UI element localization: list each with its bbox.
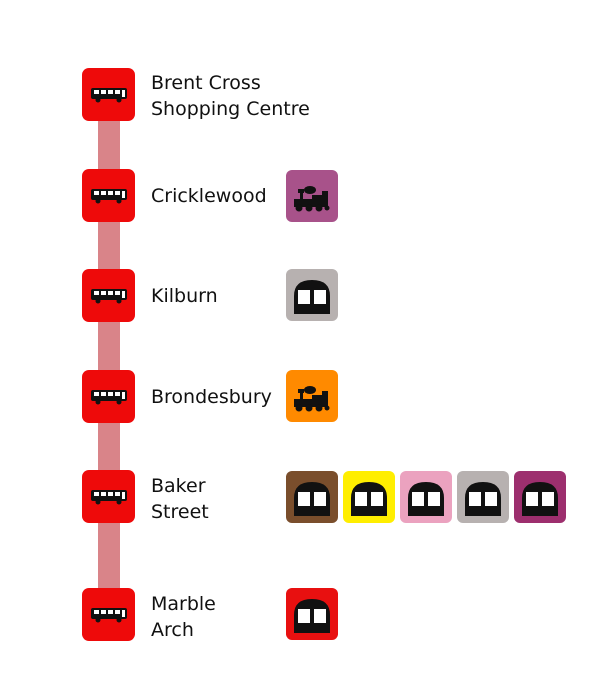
bus-stop-icon[interactable]	[82, 68, 135, 121]
tube-icon-bakerloo[interactable]	[286, 471, 338, 523]
stop-name-line1: Baker	[151, 475, 206, 497]
tube-icon-metropolitan[interactable]	[514, 471, 566, 523]
bus-stop-icon[interactable]	[82, 370, 135, 423]
stop-name-line2: Shopping Centre	[151, 98, 310, 120]
tube-icon-central[interactable]	[286, 588, 338, 640]
stop-name-line1: Brondesbury	[151, 386, 272, 408]
stop-name-line1: Marble	[151, 593, 216, 615]
stop-label: Brent Cross Shopping Centre	[151, 70, 311, 122]
tube-icon-hammersmith-city[interactable]	[400, 471, 452, 523]
stop-label: Baker Street	[151, 473, 311, 525]
stop-name-line2: Street	[151, 501, 209, 523]
stop-label: Kilburn	[151, 283, 311, 309]
bus-stop-icon[interactable]	[82, 269, 135, 322]
bus-stop-icon[interactable]	[82, 470, 135, 523]
stop-name-line1: Brent Cross	[151, 72, 261, 94]
stop-name-line2: Arch	[151, 619, 194, 641]
stop-label: Marble Arch	[151, 591, 311, 643]
tube-icon-circle[interactable]	[343, 471, 395, 523]
stop-label: Cricklewood	[151, 183, 311, 209]
tube-icon-jubilee[interactable]	[457, 471, 509, 523]
stop-label: Brondesbury	[151, 384, 311, 410]
tube-icon[interactable]	[286, 269, 338, 321]
stop-name-line1: Kilburn	[151, 285, 218, 307]
overground-rail-icon[interactable]	[286, 370, 338, 422]
stop-name-line1: Cricklewood	[151, 185, 267, 207]
bus-stop-icon[interactable]	[82, 169, 135, 222]
bus-stop-icon[interactable]	[82, 588, 135, 641]
overground-rail-icon[interactable]	[286, 170, 338, 222]
